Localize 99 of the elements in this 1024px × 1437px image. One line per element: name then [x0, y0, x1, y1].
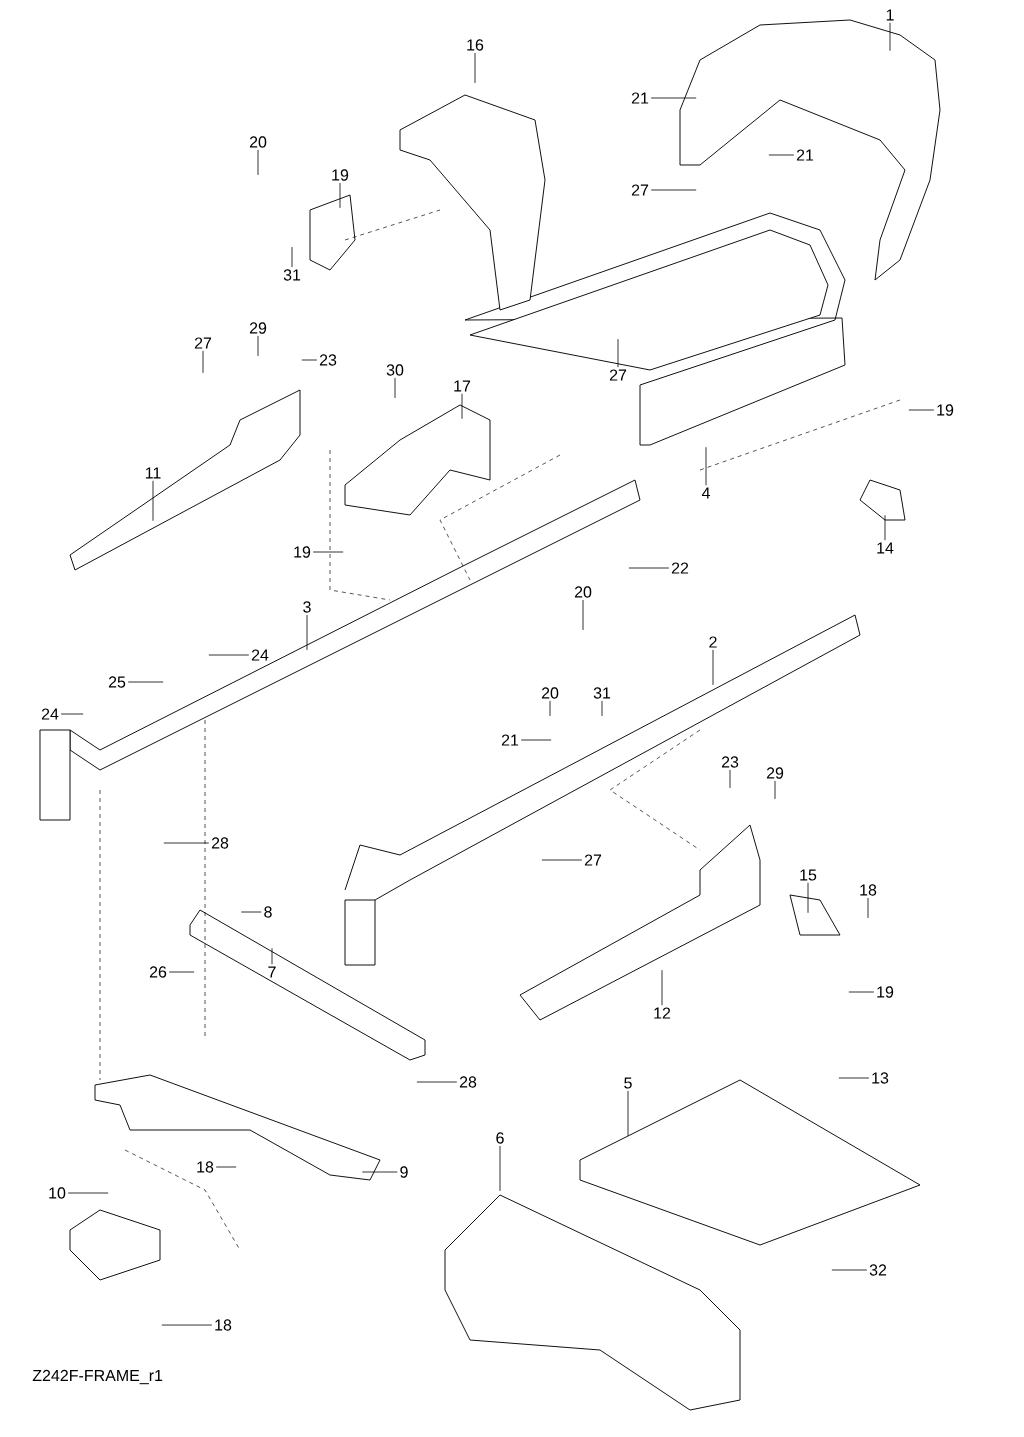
callout-number: 28 [459, 1076, 477, 1088]
callout-number: 7 [268, 966, 276, 978]
leader-line [627, 1090, 629, 1137]
callout-number: 13 [872, 1072, 889, 1084]
leader-line [601, 700, 603, 717]
callout-number: 23 [721, 756, 739, 768]
callout-number: 2 [709, 636, 717, 648]
leader-line [807, 882, 809, 914]
leader-line [394, 377, 396, 399]
callout-number: 8 [264, 906, 272, 918]
leader-line [889, 22, 891, 52]
callout-number: 21 [796, 149, 814, 161]
callout-number: 24 [41, 708, 59, 720]
leader-line [361, 1171, 398, 1173]
callout-number: 29 [249, 322, 267, 334]
leader-line [416, 1081, 458, 1083]
callout-number: 19 [877, 986, 894, 998]
leader-line [152, 480, 154, 522]
callout-number: 18 [215, 1319, 232, 1331]
callout-number: 19 [937, 404, 954, 416]
callout-number: 19 [332, 169, 349, 181]
callout-number: 17 [454, 380, 471, 392]
callout-number: 20 [574, 586, 592, 598]
callout-number: 26 [149, 966, 167, 978]
callout-number: 22 [671, 562, 689, 574]
callout-number: 10 [49, 1187, 66, 1199]
callout-number: 19 [294, 546, 311, 558]
leader-line [339, 182, 341, 209]
leader-line [240, 911, 262, 913]
drawing-code: Z242F-FRAME_r1 [32, 1369, 163, 1385]
leader-line [768, 154, 795, 156]
callout-number: 1 [886, 9, 894, 21]
callout-number: 11 [145, 467, 161, 479]
leader-line [301, 359, 318, 361]
callout-number: 23 [319, 354, 337, 366]
leader-line [271, 947, 273, 965]
leader-line [617, 338, 619, 368]
callout-number: 32 [869, 1264, 887, 1276]
leader-line [161, 1324, 213, 1326]
leader-line [712, 649, 714, 686]
callout-number: 31 [593, 687, 611, 699]
leader-line [729, 769, 731, 789]
callout-number: 6 [496, 1132, 504, 1144]
callout-number: 18 [860, 884, 877, 896]
leader-line [168, 971, 195, 973]
leader-line [582, 599, 584, 631]
callout-number: 27 [631, 184, 649, 196]
callout-number: 4 [701, 487, 710, 499]
leader-line [67, 1192, 109, 1194]
callout-number: 27 [584, 854, 602, 866]
leader-line [474, 52, 476, 84]
leader-line [650, 97, 697, 99]
callout-number: 30 [386, 364, 404, 376]
leader-line [312, 551, 344, 553]
callout-number: 21 [631, 92, 649, 104]
callout-number: 14 [877, 542, 894, 554]
callout-number: 15 [800, 869, 817, 881]
leader-line [848, 991, 875, 993]
leader-line [661, 969, 663, 1006]
leader-line [705, 446, 707, 486]
leader-line [163, 842, 210, 844]
leader-line [650, 189, 697, 191]
leader-line [215, 1166, 237, 1168]
leader-line [499, 1145, 501, 1192]
leader-line [831, 1269, 868, 1271]
leader-line [60, 713, 84, 715]
callout-number: 9 [400, 1166, 408, 1178]
leader-line [291, 246, 293, 268]
leader-line [306, 614, 308, 651]
callout-number: 12 [654, 1007, 671, 1019]
leader-line [774, 780, 776, 800]
leader-line [541, 859, 583, 861]
callout-number: 31 [283, 269, 301, 281]
callout-number: 29 [766, 767, 784, 779]
leader-line [257, 335, 259, 357]
callout-number: 18 [197, 1161, 214, 1173]
callout-number: 20 [249, 136, 267, 148]
callout-number: 3 [303, 601, 311, 613]
leader-line [549, 700, 551, 717]
leader-line [208, 654, 250, 656]
leader-line [127, 681, 164, 683]
leader-line [867, 897, 869, 919]
callout-number: 16 [467, 39, 484, 51]
leader-line [884, 514, 886, 541]
leader-line [838, 1077, 870, 1079]
leader-line [461, 393, 463, 420]
callout-number: 25 [108, 676, 126, 688]
callout-number: 28 [211, 837, 229, 849]
leader-line [257, 149, 259, 176]
callout-number: 27 [194, 337, 212, 349]
leader-line [908, 409, 935, 411]
callout-number: 20 [541, 687, 559, 699]
leader-line [520, 739, 552, 741]
leader-line [628, 567, 670, 569]
callout-number: 5 [624, 1077, 632, 1089]
leader-line [202, 350, 204, 374]
callout-number: 24 [251, 649, 269, 661]
callout-number: 21 [501, 734, 519, 746]
callout-number: 27 [609, 369, 627, 381]
